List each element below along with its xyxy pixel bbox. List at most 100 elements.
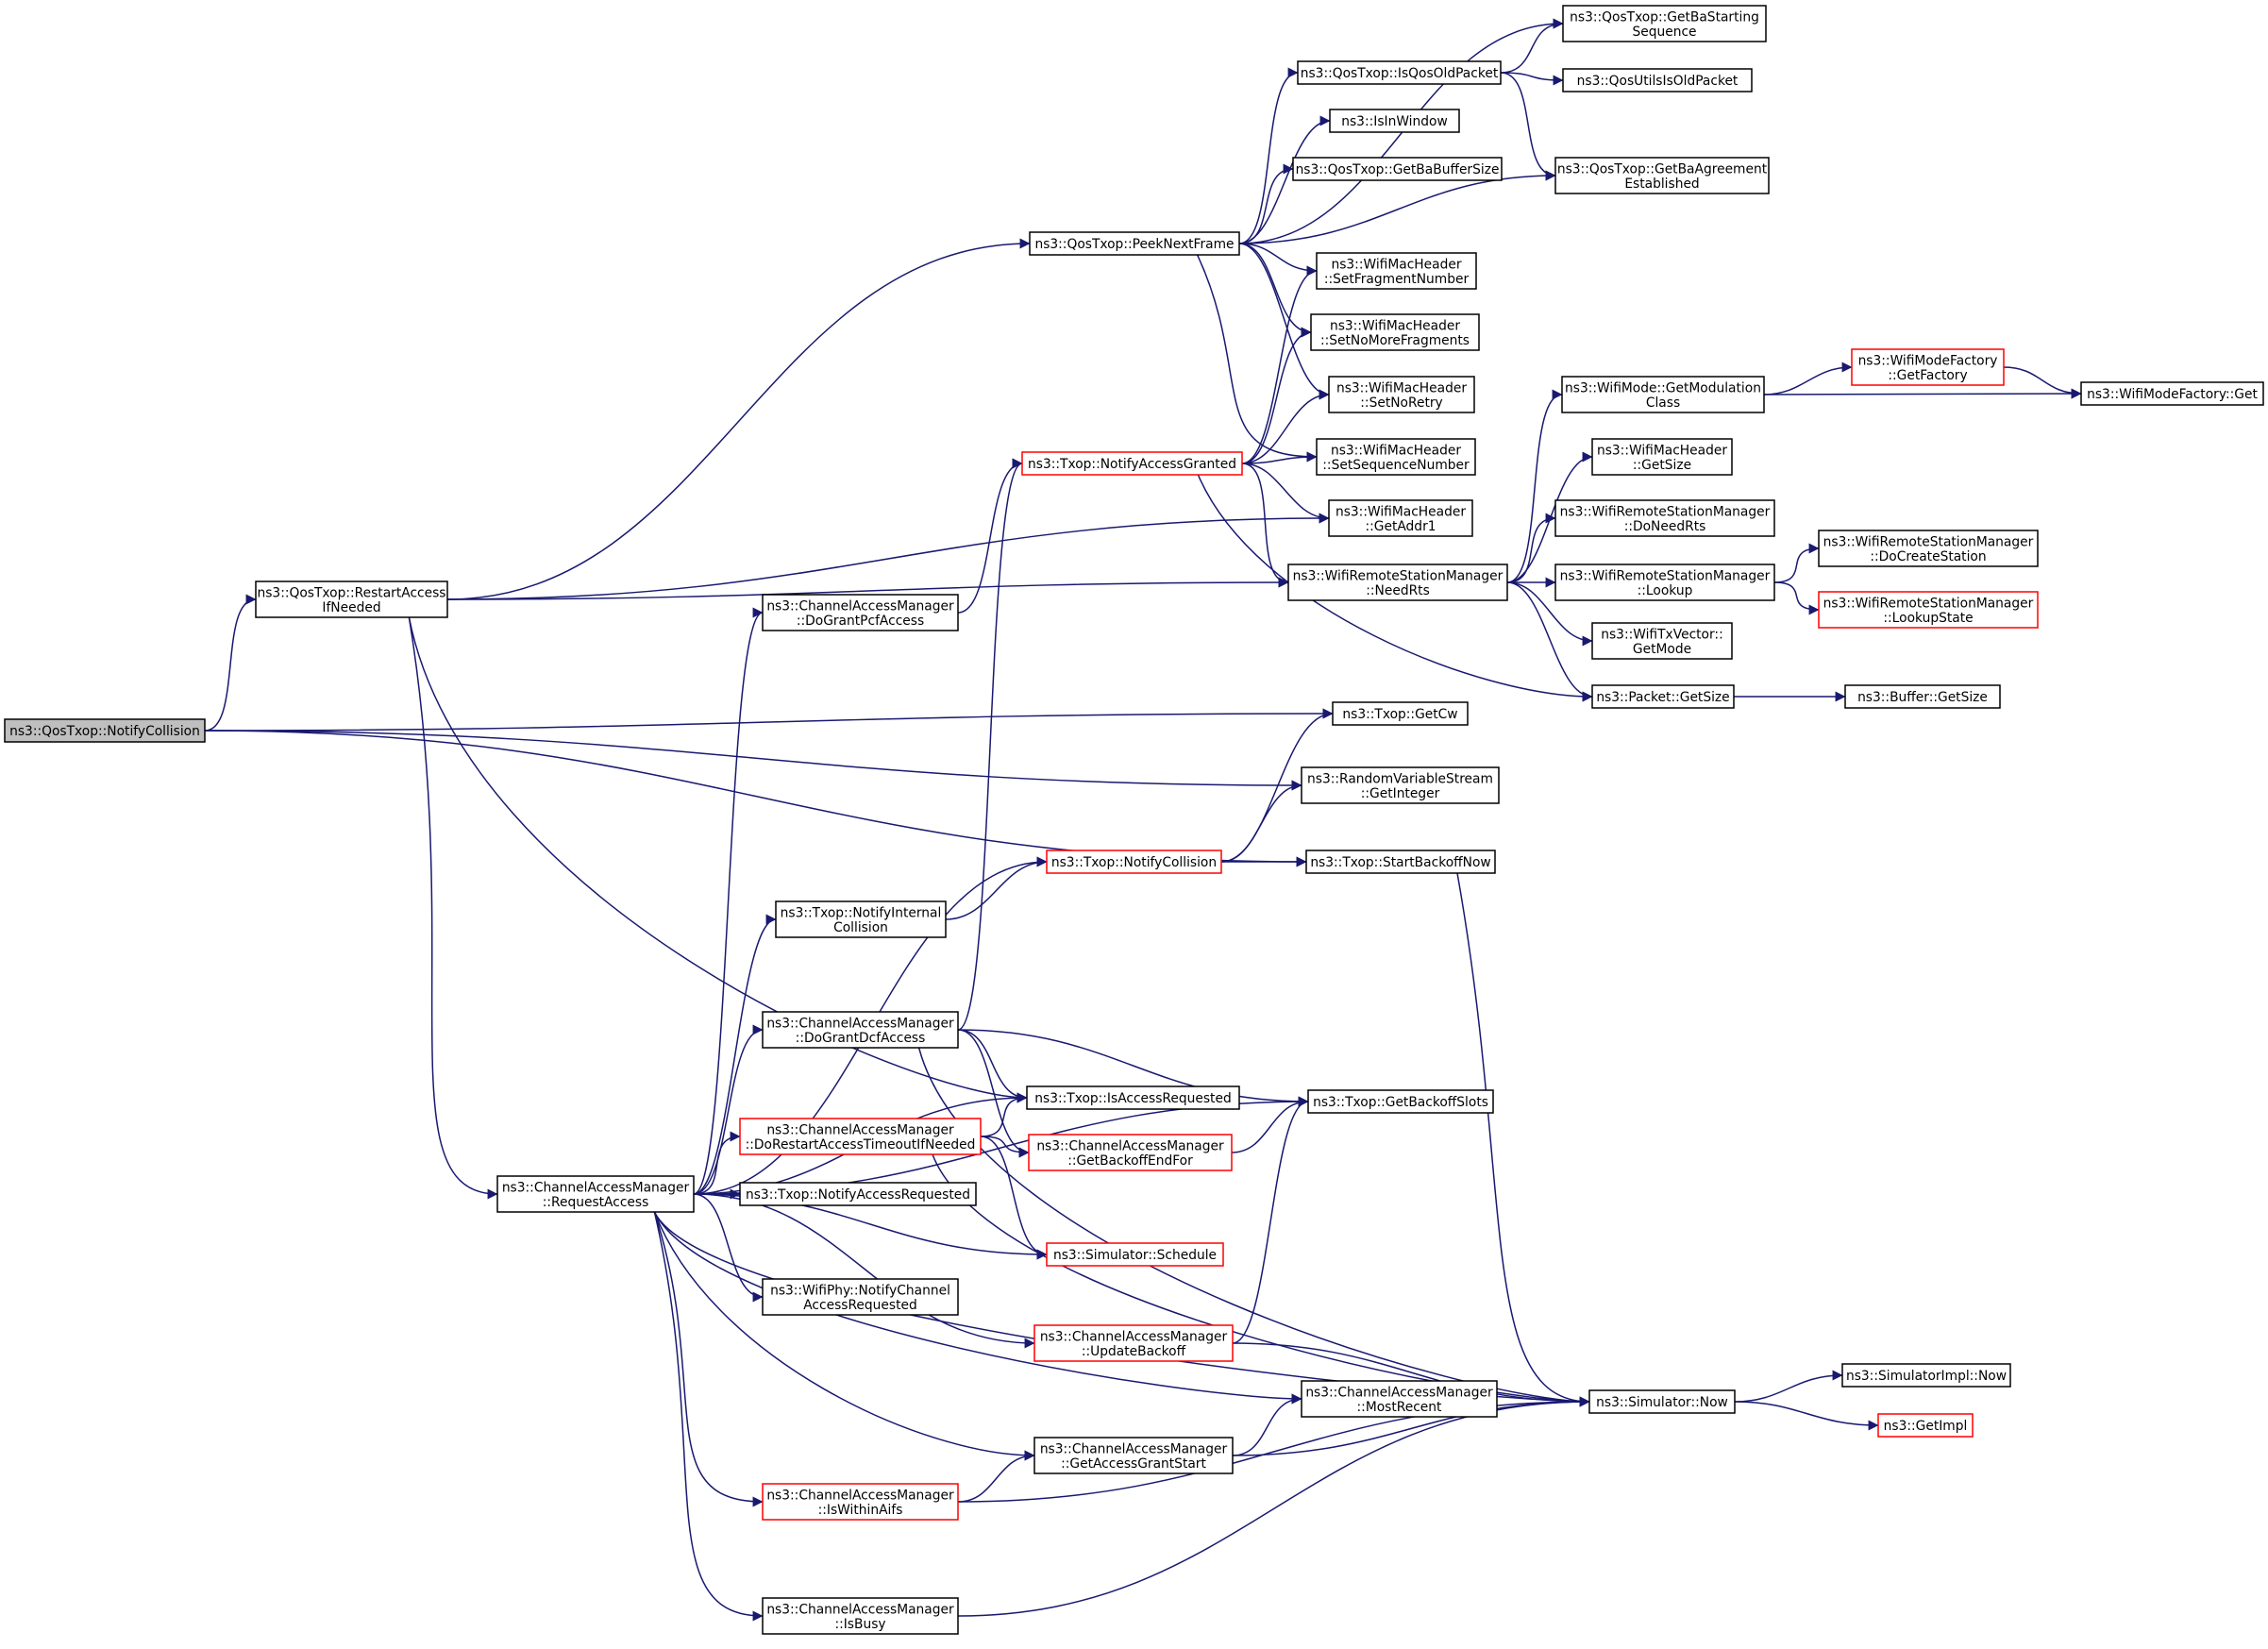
node-label-line: ns3::WifiMacHeader [1331, 443, 1461, 458]
node-doGrantDcf[interactable]: ns3::ChannelAccessManager::DoGrantDcfAcc… [762, 1011, 959, 1049]
node-getAccGrant[interactable]: ns3::ChannelAccessManager::GetAccessGran… [1033, 1437, 1234, 1474]
node-isAccReq[interactable]: ns3::Txop::IsAccessRequested [1026, 1085, 1240, 1110]
node-simImplNow[interactable]: ns3::SimulatorImpl::Now [1841, 1363, 2011, 1388]
node-label-line: ::DoGrantDcfAccess [796, 1031, 926, 1046]
edge-path [1231, 1096, 1309, 1153]
node-peek[interactable]: ns3::QosTxop::PeekNextFrame [1029, 231, 1240, 256]
node-needRts[interactable]: ns3::WifiRemoteStationManager::NeedRts [1287, 564, 1508, 601]
node-lookupState[interactable]: ns3::WifiRemoteStationManager::LookupSta… [1818, 591, 2039, 629]
node-rvsInt[interactable]: ns3::RandomVariableStream::GetInteger [1301, 766, 1500, 804]
nodes: ns3::QosTxop::NotifyCollision ns3::QosTxo… [4, 5, 2264, 1635]
node-lookup[interactable]: ns3::WifiRemoteStationManager::Lookup [1554, 564, 1775, 601]
node-isWithinAifs[interactable]: ns3::ChannelAccessManager::IsWithinAifs [762, 1483, 959, 1521]
call-edge-getAccGrant-to-mostRecent [1232, 1393, 1302, 1456]
node-isBusy[interactable]: ns3::ChannelAccessManager::IsBusy [762, 1597, 959, 1635]
edge-path [1232, 1342, 1590, 1407]
node-root[interactable]: ns3::QosTxop::NotifyCollision [4, 718, 206, 743]
call-edge-peek-to-setFrag [1238, 243, 1318, 277]
node-simNow[interactable]: ns3::Simulator::Now [1588, 1389, 1736, 1414]
edge-path [446, 577, 1289, 600]
node-box [1844, 684, 2001, 709]
node-bufGetSize[interactable]: ns3::Buffer::GetSize [1844, 684, 2001, 709]
node-label-line: ::SetSequenceNumber [1322, 458, 1470, 473]
edge-path [653, 1211, 1302, 1405]
node-reqAccess[interactable]: ns3::ChannelAccessManager::RequestAccess [496, 1175, 695, 1213]
node-box [1332, 701, 1469, 726]
node-box [1026, 1085, 1240, 1110]
node-box [1287, 564, 1508, 601]
node-label-line: ns3::WifiRemoteStationManager [1560, 568, 1771, 583]
call-edge-doRestart-to-simNow [932, 1153, 1590, 1407]
edge-path [1241, 463, 1330, 524]
node-setFrag[interactable]: ns3::WifiMacHeader::SetFragmentNumber [1316, 252, 1477, 290]
node-notifyAccReq[interactable]: ns3::Txop::NotifyAccessRequested [739, 1182, 977, 1206]
node-getFactory[interactable]: ns3::WifiModeFactory::GetFactory [1851, 348, 2005, 386]
node-label-line: ns3::WifiRemoteStationManager [1293, 568, 1504, 583]
node-box [1554, 499, 1775, 537]
edge-path [957, 458, 1023, 614]
node-txopNC[interactable]: ns3::Txop::NotifyCollision [1046, 850, 1222, 874]
node-box [1818, 591, 2039, 629]
node-label-line: ::LookupState [1883, 611, 1973, 626]
node-schedule[interactable]: ns3::Simulator::Schedule [1046, 1242, 1224, 1267]
node-qosUtilsOld[interactable]: ns3::QosUtilsIsOldPacket [1562, 68, 1753, 93]
node-txGetMode[interactable]: ns3::WifiTxVector::GetMode [1591, 622, 1733, 660]
node-wmfGet[interactable]: ns3::WifiModeFactory::Get [2080, 381, 2264, 406]
node-getCw[interactable]: ns3::Txop::GetCw [1332, 701, 1469, 726]
node-updateBackoff[interactable]: ns3::ChannelAccessManager::UpdateBackoff [1033, 1324, 1234, 1362]
node-getBackoffSlots[interactable]: ns3::Txop::GetBackoffSlots [1307, 1089, 1494, 1114]
call-edge-peek-to-getBaAgree [1238, 170, 1556, 244]
node-setNoMore[interactable]: ns3::WifiMacHeader::SetNoMoreFragments [1310, 313, 1480, 351]
edge-path [957, 1450, 1035, 1503]
call-edge-doGrantDcf-to-txopNAG [957, 458, 1023, 1031]
node-label-line: Sequence [1632, 25, 1696, 40]
call-edge-reqAccess-to-getAccGrant [653, 1211, 1035, 1461]
call-edge-restart-to-isAccReq [408, 616, 1028, 1103]
node-mostRecent[interactable]: ns3::ChannelAccessManager::MostRecent [1301, 1380, 1498, 1418]
call-edge-getModClass-to-getFactory [1763, 362, 1853, 395]
node-label-line: ::RequestAccess [543, 1195, 649, 1210]
node-phyNotify[interactable]: ns3::WifiPhy::NotifyChannelAccessRequest… [762, 1278, 959, 1316]
call-edge-reqAccess-to-doGrantDcf [693, 1024, 764, 1195]
node-doRestart[interactable]: ns3::ChannelAccessManager::DoRestartAcce… [739, 1118, 982, 1155]
node-setNoRetry[interactable]: ns3::WifiMacHeader::SetNoRetry [1328, 376, 1475, 413]
call-edge-root-to-restart [204, 594, 257, 732]
node-doNeedRts[interactable]: ns3::WifiRemoteStationManager::DoNeedRts [1554, 499, 1775, 537]
node-box [762, 1278, 959, 1316]
node-pktGetSize[interactable]: ns3::Packet::GetSize [1591, 684, 1735, 709]
node-box [762, 1011, 959, 1049]
node-label-line: ::DoRestartAccessTimeoutIfNeeded [746, 1137, 976, 1153]
node-isInWindow[interactable]: ns3::IsInWindow [1329, 109, 1460, 133]
node-label-line: ns3::ChannelAccessManager [766, 1602, 954, 1617]
node-wmhGetSize[interactable]: ns3::WifiMacHeader::GetSize [1591, 438, 1733, 476]
node-doGrantPcf[interactable]: ns3::ChannelAccessManager::DoGrantPcfAcc… [762, 594, 959, 631]
edge-path [653, 1211, 1035, 1461]
node-setSeq[interactable]: ns3::WifiMacHeader::SetSequenceNumber [1316, 438, 1476, 476]
node-isQosOld[interactable]: ns3::QosTxop::IsQosOldPacket [1297, 60, 1502, 85]
call-edge-reqAccess-to-doRestart [693, 1131, 741, 1195]
node-label-line: ns3::Txop::GetCw [1342, 707, 1457, 722]
node-label-line: ns3::ChannelAccessManager [1036, 1138, 1224, 1153]
node-getBackoffEnd[interactable]: ns3::ChannelAccessManager::GetBackoffEnd… [1028, 1134, 1233, 1171]
node-doCreate[interactable]: ns3::WifiRemoteStationManager::DoCreateS… [1818, 530, 2039, 567]
node-box [775, 900, 947, 938]
call-edge-getBackoffEnd-to-getBackoffSlots [1231, 1096, 1309, 1153]
call-edge-updateBackoff-to-simNow [1232, 1342, 1590, 1407]
node-getBaBuf[interactable]: ns3::QosTxop::GetBaBufferSize [1292, 157, 1503, 181]
node-getImpl[interactable]: ns3::GetImpl [1877, 1413, 1974, 1438]
node-txopNAG[interactable]: ns3::Txop::NotifyAccessGranted [1021, 451, 1243, 476]
node-startBackoff[interactable]: ns3::Txop::StartBackoffNow [1305, 850, 1496, 874]
node-getAddr1[interactable]: ns3::WifiMacHeader::GetAddr1 [1328, 499, 1473, 537]
edge-path [945, 856, 1048, 920]
call-edge-txopNAG-to-needRts [1241, 463, 1289, 588]
call-edge-lookup-to-doCreate [1773, 543, 1820, 583]
node-label-line: ns3::ChannelAccessManager [1305, 1385, 1493, 1400]
node-label-line: ns3::WifiModeFactory [1858, 353, 1998, 368]
node-label-line: ns3::QosTxop::GetBaBufferSize [1296, 162, 1500, 177]
